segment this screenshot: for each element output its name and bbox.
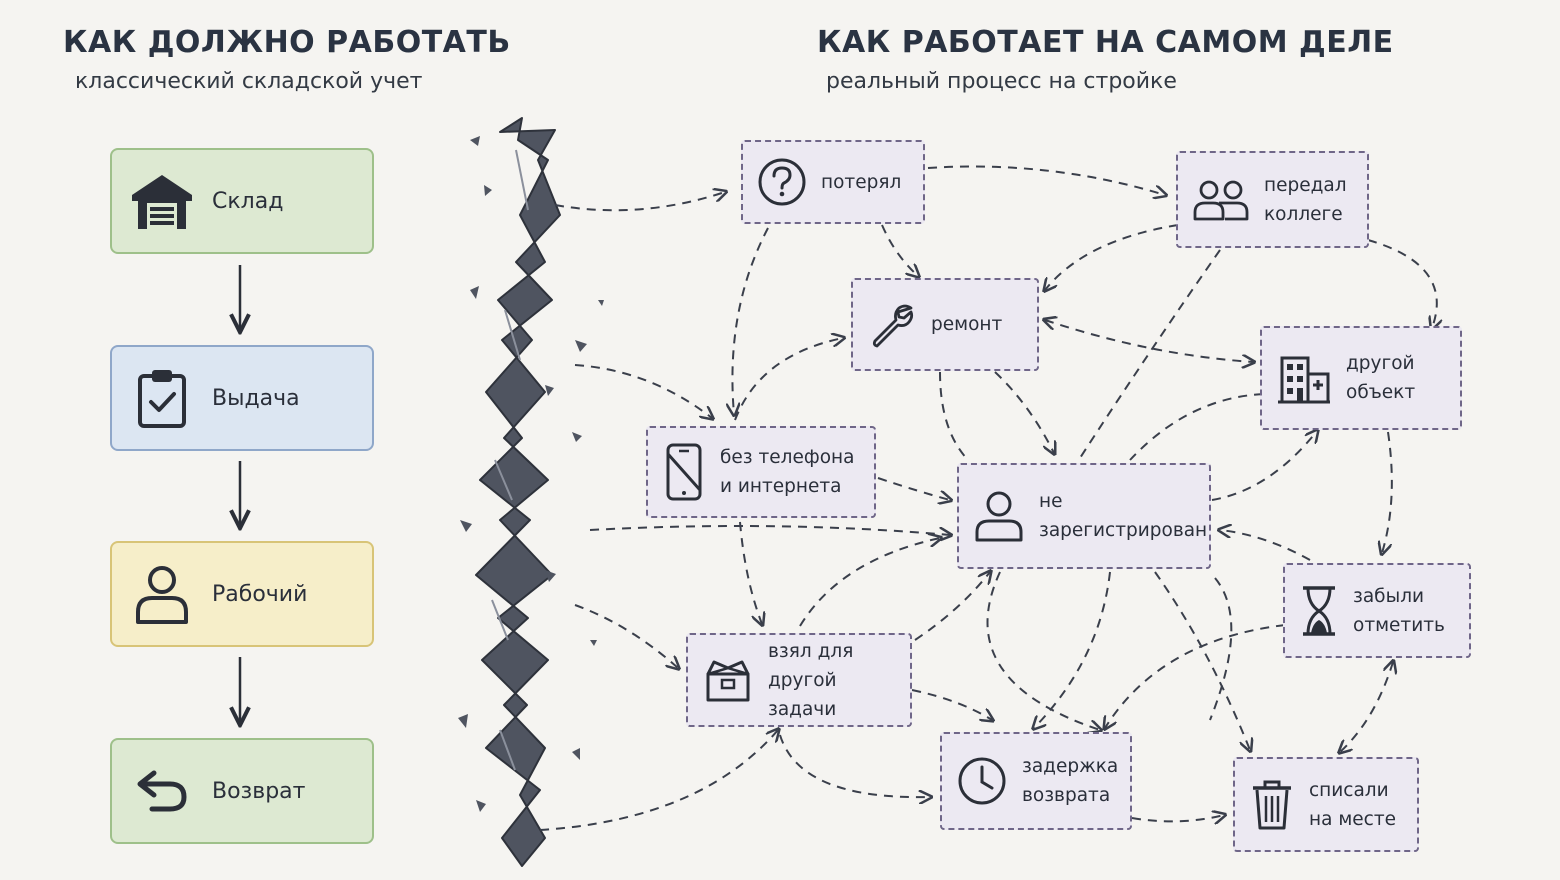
trash-icon — [1249, 778, 1295, 832]
node-repair: ремонт — [851, 278, 1039, 371]
real-process-title: КАК РАБОТАЕТ НА САМОМ ДЕЛЕ — [817, 25, 1394, 60]
person-icon — [112, 543, 212, 645]
clipboard-check-icon — [112, 347, 212, 449]
crack-divider — [475, 117, 561, 867]
node-label: взял для другой задачи — [768, 640, 854, 720]
node-label: не зарегистрирован — [1039, 491, 1208, 541]
clock-icon — [956, 755, 1008, 807]
ideal-process-subtitle: классический складской учет — [75, 69, 423, 94]
crossed-phone-icon — [662, 442, 706, 502]
step-return: Возврат — [110, 738, 374, 844]
node-label: ремонт — [931, 314, 1003, 335]
node-label: без телефона и интернета — [720, 447, 855, 497]
node-other-task: взял для другой задачи — [686, 633, 912, 727]
node-label: забыли отметить — [1353, 585, 1445, 636]
step-label: Рабочий — [212, 581, 308, 607]
hourglass-icon — [1299, 584, 1339, 638]
node-colleague: передал коллеге — [1176, 151, 1369, 248]
node-label: потерял — [821, 171, 902, 193]
real-process-subtitle: реальный процесс на стройке — [826, 69, 1177, 94]
step-label: Склад — [212, 188, 284, 214]
step-label: Возврат — [212, 778, 306, 804]
building-icon — [1276, 350, 1332, 406]
node-forgot-to-mark: забыли отметить — [1283, 563, 1471, 658]
box-icon — [702, 656, 754, 704]
node-return-delay: задержка возврата — [940, 732, 1132, 830]
people-icon — [1192, 178, 1250, 222]
warehouse-icon — [112, 150, 212, 252]
node-lost: потерял — [741, 140, 925, 224]
node-other-object: другой объект — [1260, 326, 1462, 430]
node-no-phone: без телефона и интернета — [646, 426, 876, 518]
chaos-arrows — [539, 165, 1437, 831]
node-label: другой объект — [1346, 353, 1416, 403]
wrench-icon — [867, 300, 917, 350]
ideal-process-title: КАК ДОЛЖНО РАБОТАТЬ — [63, 25, 511, 60]
question-icon — [757, 157, 807, 207]
step-worker: Рабочий — [110, 541, 374, 647]
node-label: списали на месте — [1309, 779, 1396, 830]
node-written-off: списали на месте — [1233, 757, 1419, 852]
node-not-registered: не зарегистрирован — [957, 463, 1211, 569]
user-outline-icon — [973, 488, 1025, 544]
node-label: передал коллеге — [1264, 174, 1347, 225]
step-warehouse: Склад — [110, 148, 374, 254]
return-arrow-icon — [112, 740, 212, 842]
crack-debris — [458, 136, 604, 812]
step-label: Выдача — [212, 385, 300, 411]
step-issue: Выдача — [110, 345, 374, 451]
node-label: задержка возврата — [1022, 756, 1119, 806]
